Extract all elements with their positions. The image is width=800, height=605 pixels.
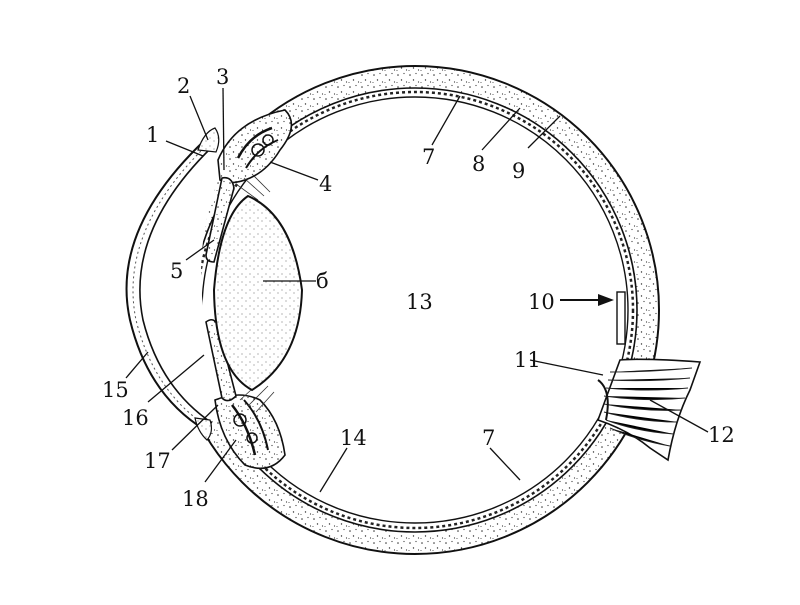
label-4: 4 <box>319 172 332 196</box>
lens <box>212 194 304 392</box>
label-15: 15 <box>102 378 129 402</box>
conjunctiva-top <box>197 127 220 153</box>
label-17: 17 <box>144 449 171 473</box>
label-18: 18 <box>182 487 209 511</box>
label-5: 5 <box>170 259 183 283</box>
label-9: 9 <box>512 159 525 183</box>
label-6: б <box>316 269 329 293</box>
label-1: 1 <box>146 123 159 147</box>
label-13: 13 <box>406 290 433 314</box>
choroid <box>192 87 638 533</box>
ciliary-body-bottom <box>214 394 286 470</box>
optic-nerve <box>596 358 702 462</box>
label-2: 2 <box>177 74 190 98</box>
ciliary-body-top <box>217 109 293 184</box>
iris-bottom <box>205 318 237 402</box>
label-16: 16 <box>122 406 149 430</box>
leader-lines <box>125 87 709 493</box>
label-8: 8 <box>472 152 485 176</box>
label-12: 12 <box>708 423 735 447</box>
label-10: 10 <box>528 290 555 314</box>
fovea <box>616 291 626 345</box>
conjunctiva-bottom <box>194 417 213 441</box>
arrow-10 <box>560 294 614 306</box>
label-7-top: 7 <box>422 145 435 169</box>
label-14: 14 <box>340 426 367 450</box>
labels: 1 2 3 4 5 б 7 8 9 10 11 12 13 14 7 15 16… <box>102 65 735 511</box>
label-11: 11 <box>514 348 541 372</box>
cornea <box>125 139 213 431</box>
anterior-region-mask <box>150 150 245 420</box>
label-7-bottom: 7 <box>482 426 495 450</box>
label-3: 3 <box>216 65 229 89</box>
